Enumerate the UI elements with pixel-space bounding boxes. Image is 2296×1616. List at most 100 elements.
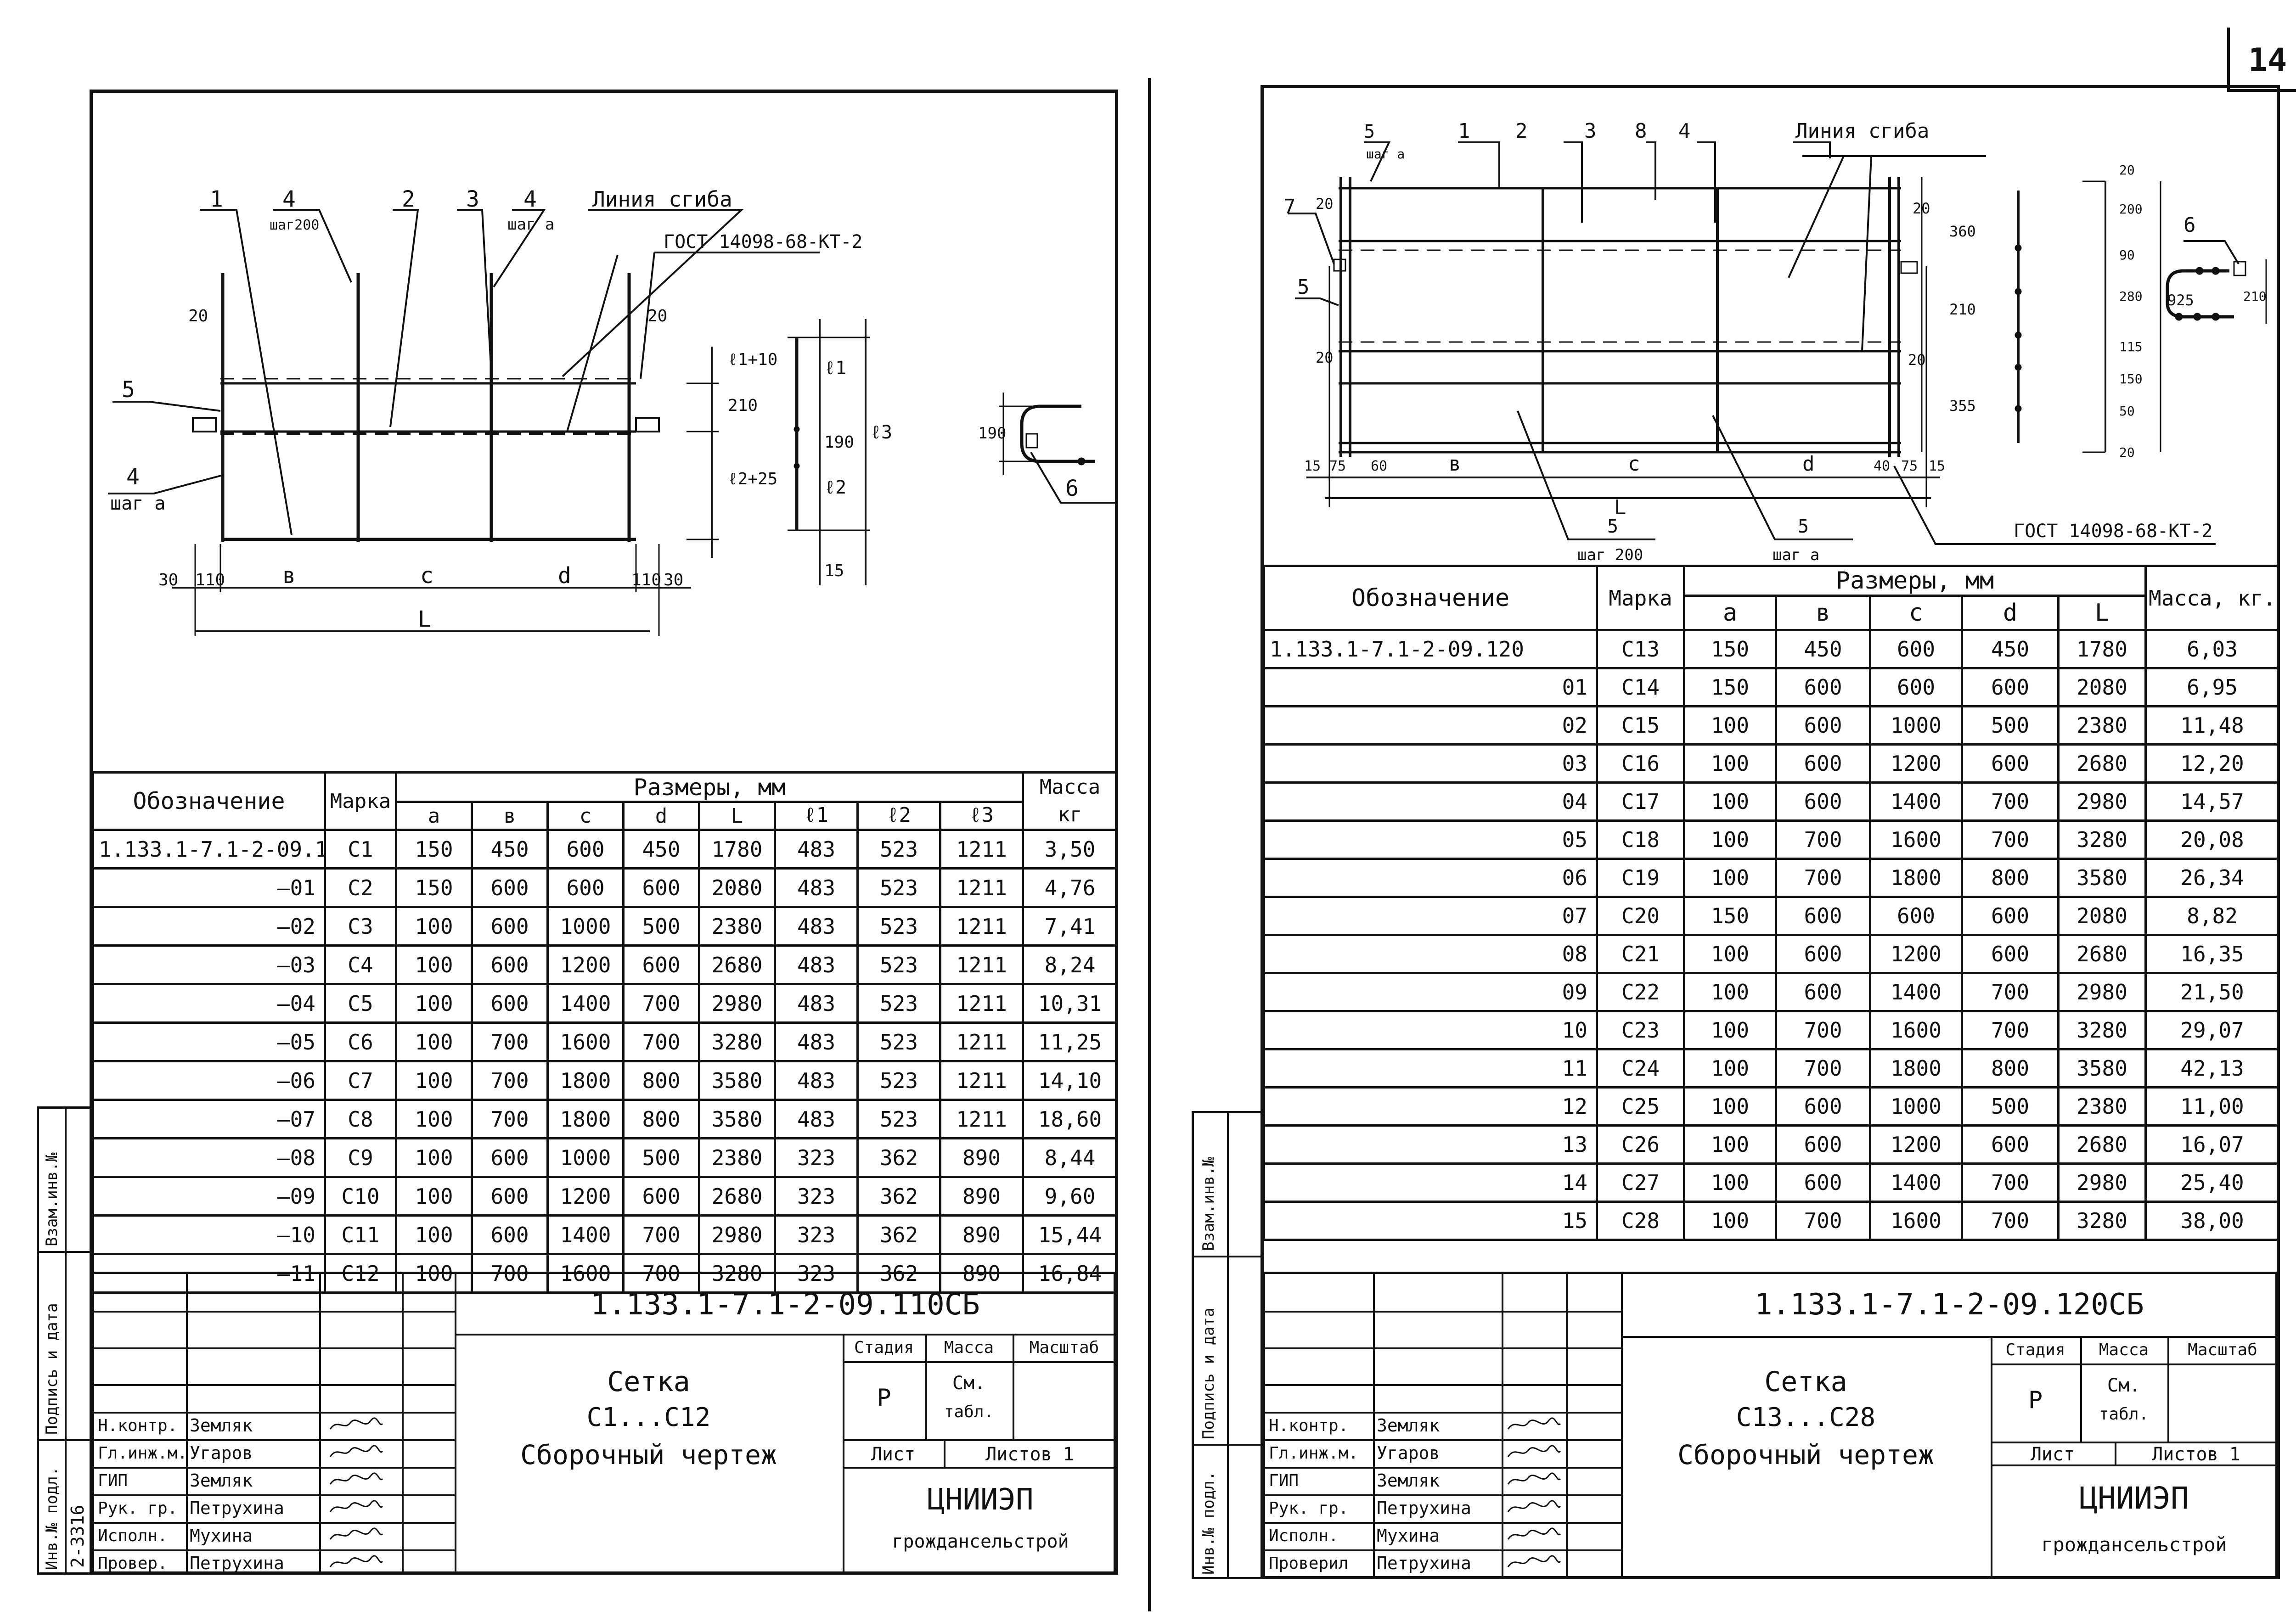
signature-icon	[1507, 1417, 1561, 1430]
cell-value: 700	[1961, 972, 2060, 1012]
cell-value: 14,10	[1022, 1060, 1119, 1101]
dim-30a: 30	[158, 571, 178, 589]
cell-value: 600	[546, 867, 625, 908]
cell-designation: –02	[92, 906, 326, 947]
cell-value: 1200	[1869, 743, 1963, 784]
cell-mark: С2	[324, 867, 397, 908]
signature-icon	[1507, 1500, 1561, 1512]
cell-value: 25,40	[2144, 1162, 2280, 1203]
cell-value: 1400	[546, 983, 625, 1024]
cell-value: 100	[1683, 819, 1777, 860]
cell-value: 100	[395, 1214, 473, 1255]
person-name: Земляк	[190, 1470, 253, 1491]
page-number-box: 14	[2227, 28, 2296, 92]
col-mass: Масса кг	[1022, 771, 1119, 831]
r-sdim-90: 90	[2119, 247, 2135, 263]
cell-value: 26,34	[2144, 858, 2280, 898]
cell-value: 600	[1775, 781, 1871, 822]
left-mass-value-1: См.	[952, 1373, 986, 1394]
cell-value: 42,13	[2144, 1048, 2280, 1089]
left-doc-code: 1.133.1-7.1-2-09.110СБ	[591, 1288, 980, 1322]
r-sdim-115: 115	[2119, 339, 2143, 354]
r-dim-15b: 15	[1929, 458, 1945, 474]
person-name: Земляк	[1377, 1415, 1440, 1436]
cell-value: 700	[622, 1214, 700, 1255]
cell-value: 1200	[1869, 934, 1963, 974]
person-name: Угаров	[1377, 1443, 1440, 1463]
callout-5: 5	[122, 377, 135, 403]
role-label: Н.контр.	[1269, 1416, 1349, 1435]
col-mark: Марка	[324, 771, 397, 831]
label-step200: шаг200	[270, 217, 319, 233]
cell-value: 700	[471, 1099, 549, 1139]
cell-value: 11,25	[1022, 1021, 1119, 1062]
cell-value: 1400	[1869, 972, 1963, 1012]
cell-value: 600	[1775, 667, 1871, 707]
cell-value: 890	[939, 1137, 1024, 1178]
cell-value: 15,44	[1022, 1214, 1119, 1255]
cell-value: 600	[622, 867, 700, 908]
cell-mark: С17	[1596, 781, 1685, 822]
cell-value: 16,07	[2144, 1124, 2280, 1165]
cell-value: 1000	[1869, 705, 1963, 746]
cell-value: 600	[1775, 1162, 1871, 1203]
r-dim-355: 355	[1949, 397, 1976, 415]
signature-icon	[1507, 1555, 1561, 1567]
cell-designation: 09	[1263, 972, 1598, 1012]
cell-value: 100	[1683, 781, 1777, 822]
cell-designation: –03	[92, 944, 326, 985]
left-title-1: Сетка	[607, 1366, 690, 1398]
person-name: Земляк	[190, 1415, 253, 1436]
cell-value: 21,50	[2144, 972, 2280, 1012]
cell-value: 523	[856, 906, 941, 947]
r-label-step200: шаг 200	[1577, 546, 1643, 564]
cell-value: 600	[1775, 1124, 1871, 1165]
left-stage-value: Р	[877, 1384, 891, 1412]
cell-value: 890	[939, 1214, 1024, 1255]
cell-value: 1400	[1869, 781, 1963, 822]
cell-designation: 1.133.1-7.1-2-09.120	[1263, 629, 1598, 669]
cell-value: 1200	[546, 1176, 625, 1217]
col-L: L	[698, 801, 776, 831]
r-sdim-925: 925	[2167, 292, 2194, 309]
left-mass-header: Масса	[944, 1338, 994, 1357]
role-label: Н.контр.	[98, 1416, 178, 1435]
r-callout-6: 6	[2183, 213, 2196, 237]
r-label-bend-line: Линия сгиба	[1795, 119, 1929, 143]
cell-value: 20,08	[2144, 819, 2280, 860]
right-title-1: Сетка	[1764, 1366, 1847, 1398]
cell-value: 700	[1961, 819, 2060, 860]
r-sdim-50: 50	[2119, 404, 2135, 419]
cell-value: 600	[1775, 1086, 1871, 1127]
r-sdim-150: 150	[2119, 371, 2143, 387]
cell-designation: 01	[1263, 667, 1598, 707]
cell-value: 3580	[698, 1060, 776, 1101]
cell-value: 600	[1961, 743, 2060, 784]
cell-value: 600	[1961, 1124, 2060, 1165]
right-sheet-header: Лист	[2030, 1444, 2075, 1465]
cell-value: 1200	[1869, 1124, 1963, 1165]
role-label: ГИП	[1269, 1471, 1299, 1490]
cell-value: 1800	[546, 1060, 625, 1101]
dim-b: в	[282, 563, 296, 589]
col-a: a	[395, 801, 473, 831]
r-label-step-a: шаг а	[1366, 146, 1405, 162]
cell-designation: –05	[92, 1021, 326, 1062]
cell-mark: С28	[1596, 1201, 1685, 1241]
right-scale-header: Масштаб	[2188, 1341, 2257, 1359]
cell-value: 2980	[2057, 972, 2147, 1012]
dim-l1: ℓ1	[824, 358, 846, 379]
cell-value: 600	[1869, 896, 1963, 936]
cell-value: 100	[395, 1021, 473, 1062]
cell-value: 323	[774, 1137, 859, 1178]
cell-mark: С19	[1596, 858, 1685, 898]
cell-value: 100	[395, 983, 473, 1024]
col-l1: ℓ1	[774, 801, 859, 831]
cell-value: 700	[1775, 1010, 1871, 1050]
